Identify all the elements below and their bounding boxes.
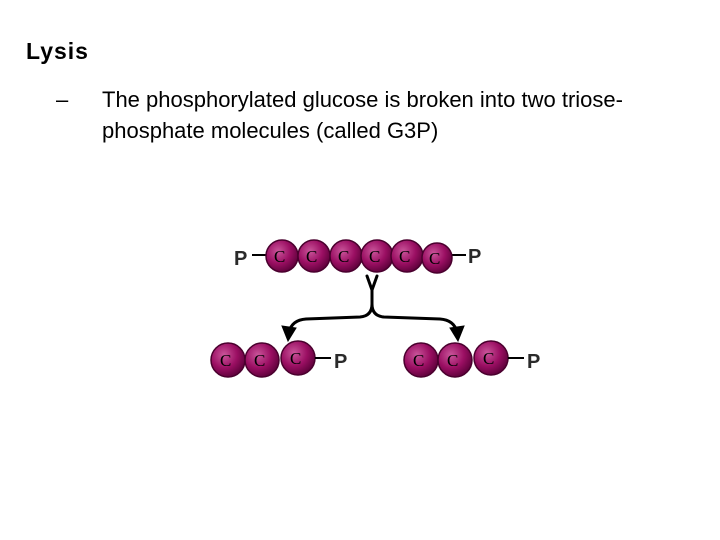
carbon-atom: C: [421, 242, 453, 274]
arrow-left: [287, 286, 374, 334]
carbon-label: C: [338, 247, 349, 266]
carbon-atom: C: [403, 342, 439, 378]
carbon-label: C: [220, 351, 231, 370]
carbon-atom: C: [390, 239, 424, 273]
carbon-atom: C: [437, 342, 473, 378]
arrow-right: [370, 302, 459, 334]
bullet-marker: –: [56, 87, 69, 112]
carbon-atom: C: [210, 342, 246, 378]
carbon-label: C: [429, 249, 440, 268]
glucose-chain: P P C C C C C C: [234, 239, 481, 274]
phosphate-right-label: P: [468, 246, 481, 268]
carbon-label: C: [254, 351, 265, 370]
split-arrows: [281, 274, 465, 343]
carbon-label: C: [399, 247, 410, 266]
carbon-atom: C: [360, 239, 394, 273]
g3p-molecule-right: C C C P: [403, 340, 540, 378]
carbon-atom: C: [244, 342, 280, 378]
carbon-label: C: [447, 351, 458, 370]
carbon-atom: C: [297, 239, 331, 273]
phosphate-label: P: [334, 351, 347, 373]
carbon-label: C: [306, 247, 317, 266]
slide-title: Lysis: [26, 38, 89, 64]
carbon-atom: C: [473, 340, 509, 376]
phosphate-label: P: [527, 351, 540, 373]
carbon-label: C: [290, 349, 301, 368]
arrowhead-left-icon: [281, 325, 297, 343]
bullet-text: The phosphorylated glucose is broken int…: [102, 87, 623, 143]
arrowhead-right-icon: [449, 325, 465, 343]
carbon-atom: C: [265, 239, 299, 273]
phosphate-left-label: P: [234, 248, 247, 270]
carbon-label: C: [483, 349, 494, 368]
carbon-label: C: [413, 351, 424, 370]
carbon-atom: C: [280, 340, 316, 376]
g3p-molecule-left: C C C P: [210, 340, 347, 378]
carbon-label: C: [369, 247, 380, 266]
carbon-atom: C: [329, 239, 363, 273]
carbon-label: C: [274, 247, 285, 266]
